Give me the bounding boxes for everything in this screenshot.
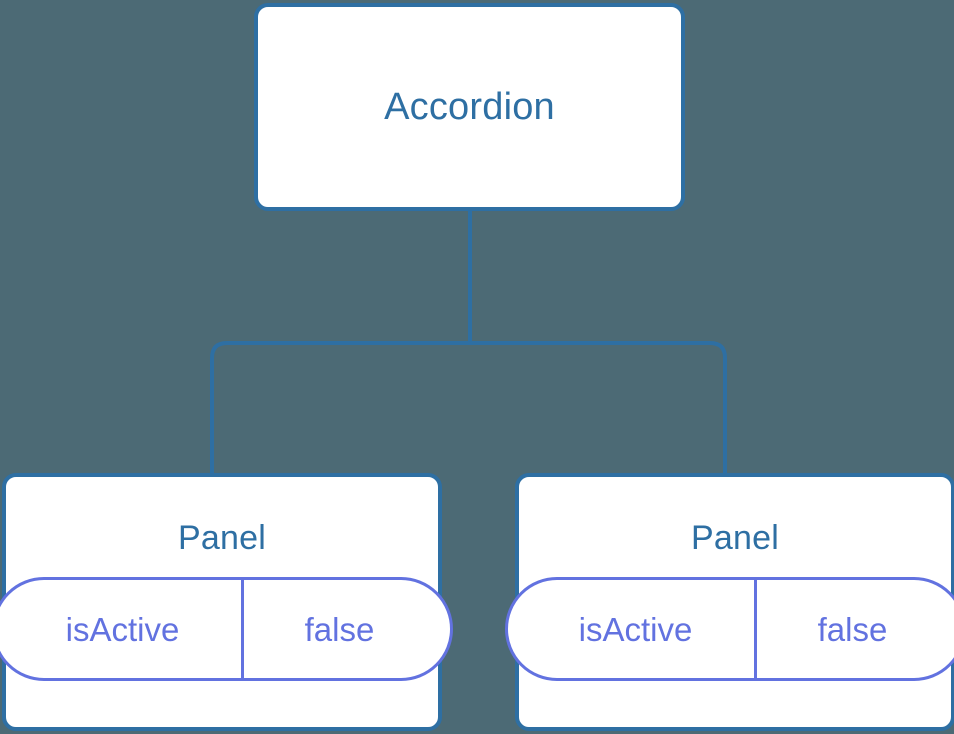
node-accordion-label: Accordion [384, 86, 555, 128]
connector-bus-right [470, 341, 727, 475]
state-key-panel-left: isActive [65, 610, 180, 648]
state-badge-panel-left[interactable]: isActive false [0, 577, 453, 681]
state-badge-panel-right[interactable]: isActive false [504, 577, 954, 681]
connector-bus-left [210, 341, 470, 475]
state-key-panel-right: isActive [578, 610, 693, 648]
state-value-panel-left: false [240, 580, 450, 678]
node-panel-left[interactable]: Panel isActive false [0, 473, 453, 731]
node-panel-right[interactable]: Panel isActive false [504, 473, 954, 731]
node-panel-right-label: Panel [691, 519, 779, 557]
node-panel-left-label: Panel [178, 519, 266, 557]
state-value-panel-right: false [753, 580, 954, 678]
node-accordion[interactable]: Accordion [254, 3, 685, 211]
